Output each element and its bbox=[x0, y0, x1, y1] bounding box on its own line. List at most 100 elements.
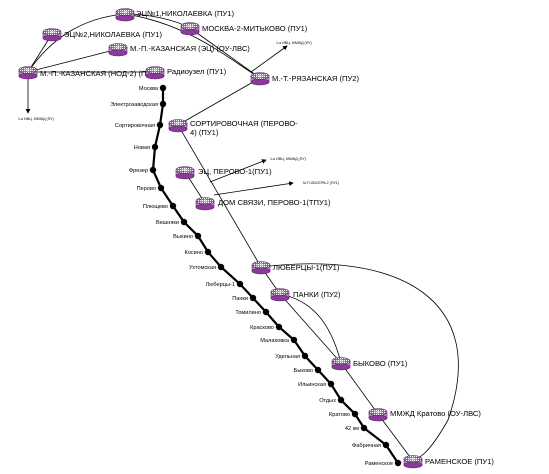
arrow-a3 bbox=[209, 159, 267, 183]
router-icon bbox=[145, 66, 165, 80]
station-dot bbox=[236, 280, 244, 288]
router-node-n3[interactable]: М.-П.-КАЗАНСКАЯ (ЭЦ) (ОУ-ЛВС) bbox=[108, 43, 250, 57]
station-label: Быково bbox=[294, 368, 313, 374]
station-label: Сортировочная bbox=[115, 123, 155, 129]
station-dot bbox=[149, 166, 157, 174]
station-label: Фрезер bbox=[129, 168, 148, 174]
router-node-n2[interactable]: ЭЦ№2,НИКОЛАЕВКА (ПУ1) bbox=[42, 28, 162, 42]
node-label: ПАНКИ (ПУ2) bbox=[293, 290, 341, 299]
station-label: Новая bbox=[134, 145, 150, 151]
router-icon bbox=[115, 8, 135, 22]
station-dot bbox=[180, 218, 188, 226]
router-node-n12[interactable]: ПАНКИ (ПУ2) bbox=[270, 288, 341, 302]
station-dot bbox=[159, 84, 167, 92]
connection-lines bbox=[27, 13, 459, 462]
router-node-n8[interactable]: СОРТИРОВОЧНАЯ (ПЕРОВО-4) (ПУ1) bbox=[168, 119, 298, 137]
node-label: М.-П.-КАЗАНСКАЯ (НОД-2) (ПУ2) bbox=[40, 69, 158, 78]
external-arrows bbox=[25, 45, 294, 196]
nodes-layer: ЭЦ№1,НИКОЛАЕВКА (ПУ1) ЭЦ№2,НИКОЛАЕВКА (ПУ… bbox=[18, 8, 494, 469]
station-label: Панки bbox=[232, 296, 248, 302]
station-label: Косино bbox=[185, 250, 204, 256]
router-node-n11[interactable]: ЛЮБЕРЦЫ-1(ПУ1) bbox=[251, 261, 340, 275]
station-label: Красково bbox=[250, 325, 274, 331]
station-label: Плющево bbox=[143, 204, 168, 210]
node-label: ММЖД Кратово (ОУ-ЛВС) bbox=[390, 409, 481, 418]
node-label: ЭЦ№1,НИКОЛАЕВКА (ПУ1) bbox=[136, 9, 234, 18]
station-label: Перово bbox=[137, 186, 156, 192]
station-label: Удельная bbox=[275, 354, 300, 360]
station-label: Кратово bbox=[329, 412, 350, 418]
station-label: Раменское bbox=[365, 461, 393, 467]
arrow-a4 bbox=[213, 181, 294, 196]
node-label: ЭЦ, ПЕРОВО-1(ПУ1) bbox=[198, 167, 272, 176]
router-icon bbox=[168, 119, 188, 133]
node-label: РАМЕНСКОЕ (ПУ1) bbox=[425, 457, 494, 466]
router-node-n7[interactable]: М.-Т.-РЯЗАНСКАЯ (ПУ2) bbox=[250, 72, 360, 86]
router-icon bbox=[108, 43, 128, 57]
node-label: ДОМ СВЯЗИ, ПЕРОВО-1(ТПУ1) bbox=[218, 198, 331, 207]
station-label: Малаховка bbox=[260, 338, 290, 344]
station-label: Люберцы-1 bbox=[206, 282, 235, 288]
station-dot bbox=[327, 380, 335, 388]
router-icon bbox=[18, 66, 38, 80]
link-n13-n14 bbox=[340, 362, 379, 415]
railway-line: МоскваЭлектрозаводскаяСортировочнаяНовая… bbox=[110, 84, 402, 467]
router-node-n5[interactable]: Радиоузел (ПУ1) bbox=[145, 66, 227, 80]
router-node-n6[interactable]: МОСКВА-2-МИТЬКОВО (ПУ1) bbox=[180, 22, 308, 36]
link-n12-n13 bbox=[279, 293, 342, 364]
router-icon bbox=[251, 261, 271, 275]
node-label: БЫКОВО (ПУ1) bbox=[353, 359, 408, 368]
node-label: Радиоузел (ПУ1) bbox=[167, 67, 227, 76]
router-icon bbox=[331, 357, 351, 371]
router-icon bbox=[368, 408, 388, 422]
station-label: Ильинская bbox=[298, 382, 326, 388]
router-icon bbox=[250, 72, 270, 86]
station-dot bbox=[394, 459, 402, 467]
node-label: ЛЮБЕРЦЫ-1(ПУ1) bbox=[273, 263, 340, 272]
station-dot bbox=[301, 352, 309, 360]
router-icon bbox=[403, 455, 423, 469]
station-dot bbox=[169, 202, 177, 210]
node-label: ЭЦ№2,НИКОЛАЕВКА (ПУ1) bbox=[64, 30, 162, 39]
link-n11-n15 bbox=[260, 263, 459, 462]
arrow-label-a3: 1-я ИВЦ, ММЖД (ПУ) bbox=[270, 157, 306, 161]
station-dot bbox=[337, 396, 345, 404]
station-label: 42 км bbox=[345, 426, 359, 432]
node-label: МОСКВА-2-МИТЬКОВО (ПУ1) bbox=[202, 24, 308, 33]
arrow-label-a2: 1-я ИВЦ, ММЖД (ПУ) bbox=[276, 41, 312, 45]
router-node-n9[interactable]: ЭЦ, ПЕРОВО-1(ПУ1) bbox=[175, 166, 272, 180]
station-dot bbox=[159, 100, 167, 108]
station-dot bbox=[194, 232, 202, 240]
router-node-n15[interactable]: РАМЕНСКОЕ (ПУ1) bbox=[403, 455, 494, 469]
station-label: Вешняки bbox=[156, 220, 179, 226]
arrow-label-a1: 1-я ИВЦ, ММЖД (ПУ) bbox=[18, 117, 54, 121]
station-dot bbox=[217, 263, 225, 271]
station-dot bbox=[275, 323, 283, 331]
router-icon bbox=[175, 166, 195, 180]
router-node-n14[interactable]: ММЖД Кратово (ОУ-ЛВС) bbox=[368, 408, 481, 422]
arrow-label-a4: М.П.ОБСЕРВ-2 (ПУ1) bbox=[303, 181, 339, 185]
link-n8-n11 bbox=[177, 124, 262, 268]
link-n14-n15 bbox=[377, 413, 414, 462]
station-dot bbox=[314, 366, 322, 374]
station-dot bbox=[151, 143, 159, 151]
arrow-labels: 1-я ИВЦ, ММЖД (ПУ) 1-я ИВЦ, ММЖД (ПУ) 1-… bbox=[18, 41, 339, 185]
station-label: Выхино bbox=[173, 234, 193, 240]
link-n4-n3 bbox=[27, 48, 119, 73]
router-node-n1[interactable]: ЭЦ№1,НИКОЛАЕВКА (ПУ1) bbox=[115, 8, 234, 22]
link-n7-n8 bbox=[177, 77, 261, 126]
router-node-n4[interactable]: М.-П.-КАЗАНСКАЯ (НОД-2) (ПУ2) bbox=[18, 66, 158, 80]
router-node-n10[interactable]: ДОМ СВЯЗИ, ПЕРОВО-1(ТПУ1) bbox=[195, 197, 331, 211]
station-dot bbox=[249, 294, 257, 302]
link-n4-n1 bbox=[27, 13, 126, 73]
station-label: Отдых bbox=[319, 398, 336, 404]
router-icon bbox=[180, 22, 200, 36]
station-dot bbox=[156, 121, 164, 129]
station-dot bbox=[157, 184, 165, 192]
station-dot bbox=[351, 410, 359, 418]
node-label: СОРТИРОВОЧНАЯ (ПЕРОВО-4) (ПУ1) bbox=[190, 119, 298, 137]
station-dot bbox=[204, 248, 212, 256]
node-label: М.-П.-КАЗАНСКАЯ (ЭЦ) (ОУ-ЛВС) bbox=[130, 44, 250, 53]
router-node-n13[interactable]: БЫКОВО (ПУ1) bbox=[331, 357, 408, 371]
